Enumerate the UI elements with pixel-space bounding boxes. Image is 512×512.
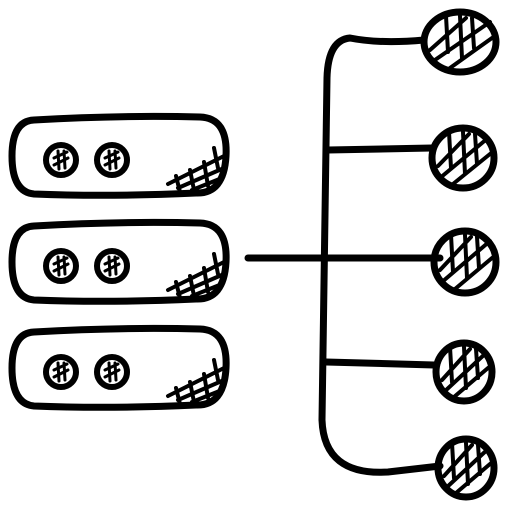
indicator-hatch (103, 149, 121, 171)
network-tree (244, 8, 500, 501)
node-outline (420, 8, 500, 76)
server-hatch (166, 358, 226, 406)
indicator-hatch (103, 361, 121, 383)
node-outline (432, 339, 496, 405)
indicator-hatch (52, 149, 70, 171)
indicator-ring (94, 248, 130, 284)
indicator-ring (43, 354, 79, 390)
indicator-light (43, 354, 79, 390)
indicator-light (43, 248, 79, 284)
network-node (420, 8, 500, 76)
network-node (432, 339, 496, 405)
server-body (8, 112, 230, 199)
node-hatch (428, 14, 494, 70)
server-body (8, 324, 230, 411)
node-hatch (442, 441, 492, 495)
indicator-ring (94, 354, 130, 390)
indicator-light (94, 142, 130, 178)
node-hatch (438, 233, 494, 291)
network-node (430, 227, 500, 297)
indicator-hatch (103, 255, 121, 277)
network-branch (322, 358, 438, 369)
network-node (434, 435, 498, 501)
server-unit (8, 218, 230, 305)
network-trunk (318, 34, 444, 476)
node-hatch (440, 345, 490, 399)
indicator-light (94, 354, 130, 390)
node-outline (434, 435, 498, 501)
indicator-hatch (52, 255, 70, 277)
indicator-ring (43, 142, 79, 178)
network-branch (324, 144, 436, 154)
server-body (8, 218, 230, 305)
node-outline (428, 124, 498, 192)
indicator-ring (43, 248, 79, 284)
indicator-hatch (52, 361, 70, 383)
indicator-ring (94, 142, 130, 178)
server-unit (8, 112, 230, 199)
network-node (428, 124, 498, 192)
server-hatch (166, 252, 226, 300)
server-hatch (166, 146, 226, 194)
server-rack (8, 112, 230, 411)
node-hatch (436, 130, 492, 186)
indicator-light (94, 248, 130, 284)
server-unit (8, 324, 230, 411)
node-outline (430, 227, 500, 297)
indicator-light (43, 142, 79, 178)
